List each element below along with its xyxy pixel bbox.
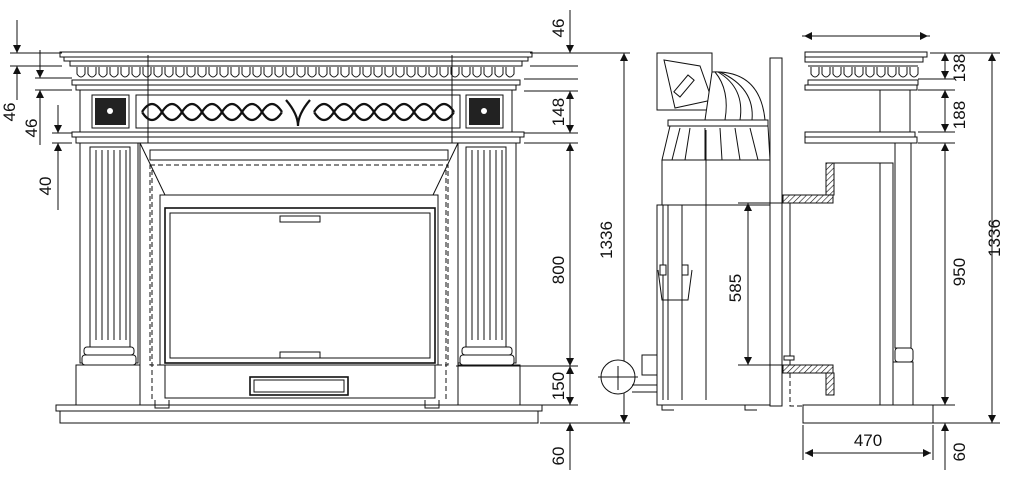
dim-60-front: 60 <box>549 447 568 466</box>
insert-body <box>656 204 771 406</box>
egg-ornament <box>252 67 262 78</box>
dim-138: 138 <box>950 54 969 82</box>
egg-ornament <box>296 67 306 78</box>
egg-ornament <box>175 67 185 78</box>
egg-ornament <box>494 67 504 78</box>
egg-band-profile <box>810 67 919 78</box>
frieze <box>79 89 513 133</box>
egg-ornament <box>821 67 831 78</box>
egg-ornament <box>505 67 515 78</box>
egg-ornament <box>406 67 416 78</box>
egg-ornament <box>450 67 460 78</box>
egg-ornament <box>417 67 427 78</box>
dim-left-40: 40 <box>36 177 55 196</box>
egg-ornament <box>186 67 196 78</box>
front-left-dimensions: 46 46 40 <box>0 20 72 210</box>
cornice <box>59 51 533 91</box>
egg-ornament <box>153 67 163 78</box>
column-left <box>75 142 141 406</box>
dim-470: 470 <box>854 431 882 450</box>
dim-left-46-b: 46 <box>22 119 41 138</box>
dim-188: 188 <box>950 101 969 129</box>
column-right <box>455 142 521 406</box>
egg-ornament <box>307 67 317 78</box>
side-view: 585 <box>598 52 881 411</box>
profile-view <box>802 51 934 424</box>
egg-ornament <box>876 67 886 78</box>
egg-ornament <box>263 67 273 78</box>
egg-ornament <box>98 67 108 78</box>
dim-left-46-a: 46 <box>0 103 19 122</box>
egg-ornament <box>87 67 97 78</box>
egg-ornament <box>109 67 119 78</box>
egg-ornament <box>329 67 339 78</box>
egg-ornament <box>208 67 218 78</box>
egg-ornament <box>197 67 207 78</box>
egg-and-dart-band <box>76 67 515 78</box>
egg-ornament <box>810 67 820 78</box>
egg-ornament <box>351 67 361 78</box>
dim-1336-front: 1336 <box>597 221 616 259</box>
egg-ornament <box>241 67 251 78</box>
egg-ornament <box>898 67 908 78</box>
back-panel <box>769 57 783 407</box>
egg-ornament <box>887 67 897 78</box>
firebox-insert <box>139 142 459 406</box>
egg-ornament <box>340 67 350 78</box>
egg-ornament <box>832 67 842 78</box>
egg-ornament <box>318 67 328 78</box>
egg-ornament <box>120 67 130 78</box>
egg-ornament <box>76 67 86 78</box>
egg-ornament <box>461 67 471 78</box>
egg-ornament <box>472 67 482 78</box>
ash-drawer <box>249 376 349 396</box>
bottom-handle <box>279 351 321 359</box>
egg-ornament <box>142 67 152 78</box>
egg-ornament <box>428 67 438 78</box>
egg-ornament <box>131 67 141 78</box>
glass-door <box>164 207 436 364</box>
egg-ornament <box>909 67 919 78</box>
dim-46-top: 46 <box>549 19 568 38</box>
egg-ornament <box>373 67 383 78</box>
dim-60-profile: 60 <box>950 443 969 462</box>
egg-ornament <box>854 67 864 78</box>
dome <box>704 71 766 121</box>
egg-ornament <box>483 67 493 78</box>
dim-800: 800 <box>549 256 568 284</box>
egg-ornament <box>843 67 853 78</box>
dim-148: 148 <box>549 98 568 126</box>
top-handle <box>279 215 321 223</box>
front-right-dimensions: 46 148 800 150 60 1336 <box>456 10 630 470</box>
egg-ornament <box>274 67 284 78</box>
dim-1336-profile: 1336 <box>985 219 1004 257</box>
egg-ornament <box>285 67 295 78</box>
egg-ornament <box>362 67 372 78</box>
egg-ornament <box>164 67 174 78</box>
egg-ornament <box>230 67 240 78</box>
egg-ornament <box>865 67 875 78</box>
egg-ornament <box>384 67 394 78</box>
hearth <box>55 404 543 412</box>
dim-585: 585 <box>726 274 745 302</box>
profile-dimensions: 138 188 950 60 1336 470 <box>802 32 1004 470</box>
egg-ornament <box>395 67 405 78</box>
egg-ornament <box>219 67 229 78</box>
front-view <box>55 51 543 424</box>
dim-150: 150 <box>549 372 568 400</box>
egg-ornament <box>439 67 449 78</box>
flange <box>667 119 769 127</box>
dim-950: 950 <box>950 258 969 286</box>
